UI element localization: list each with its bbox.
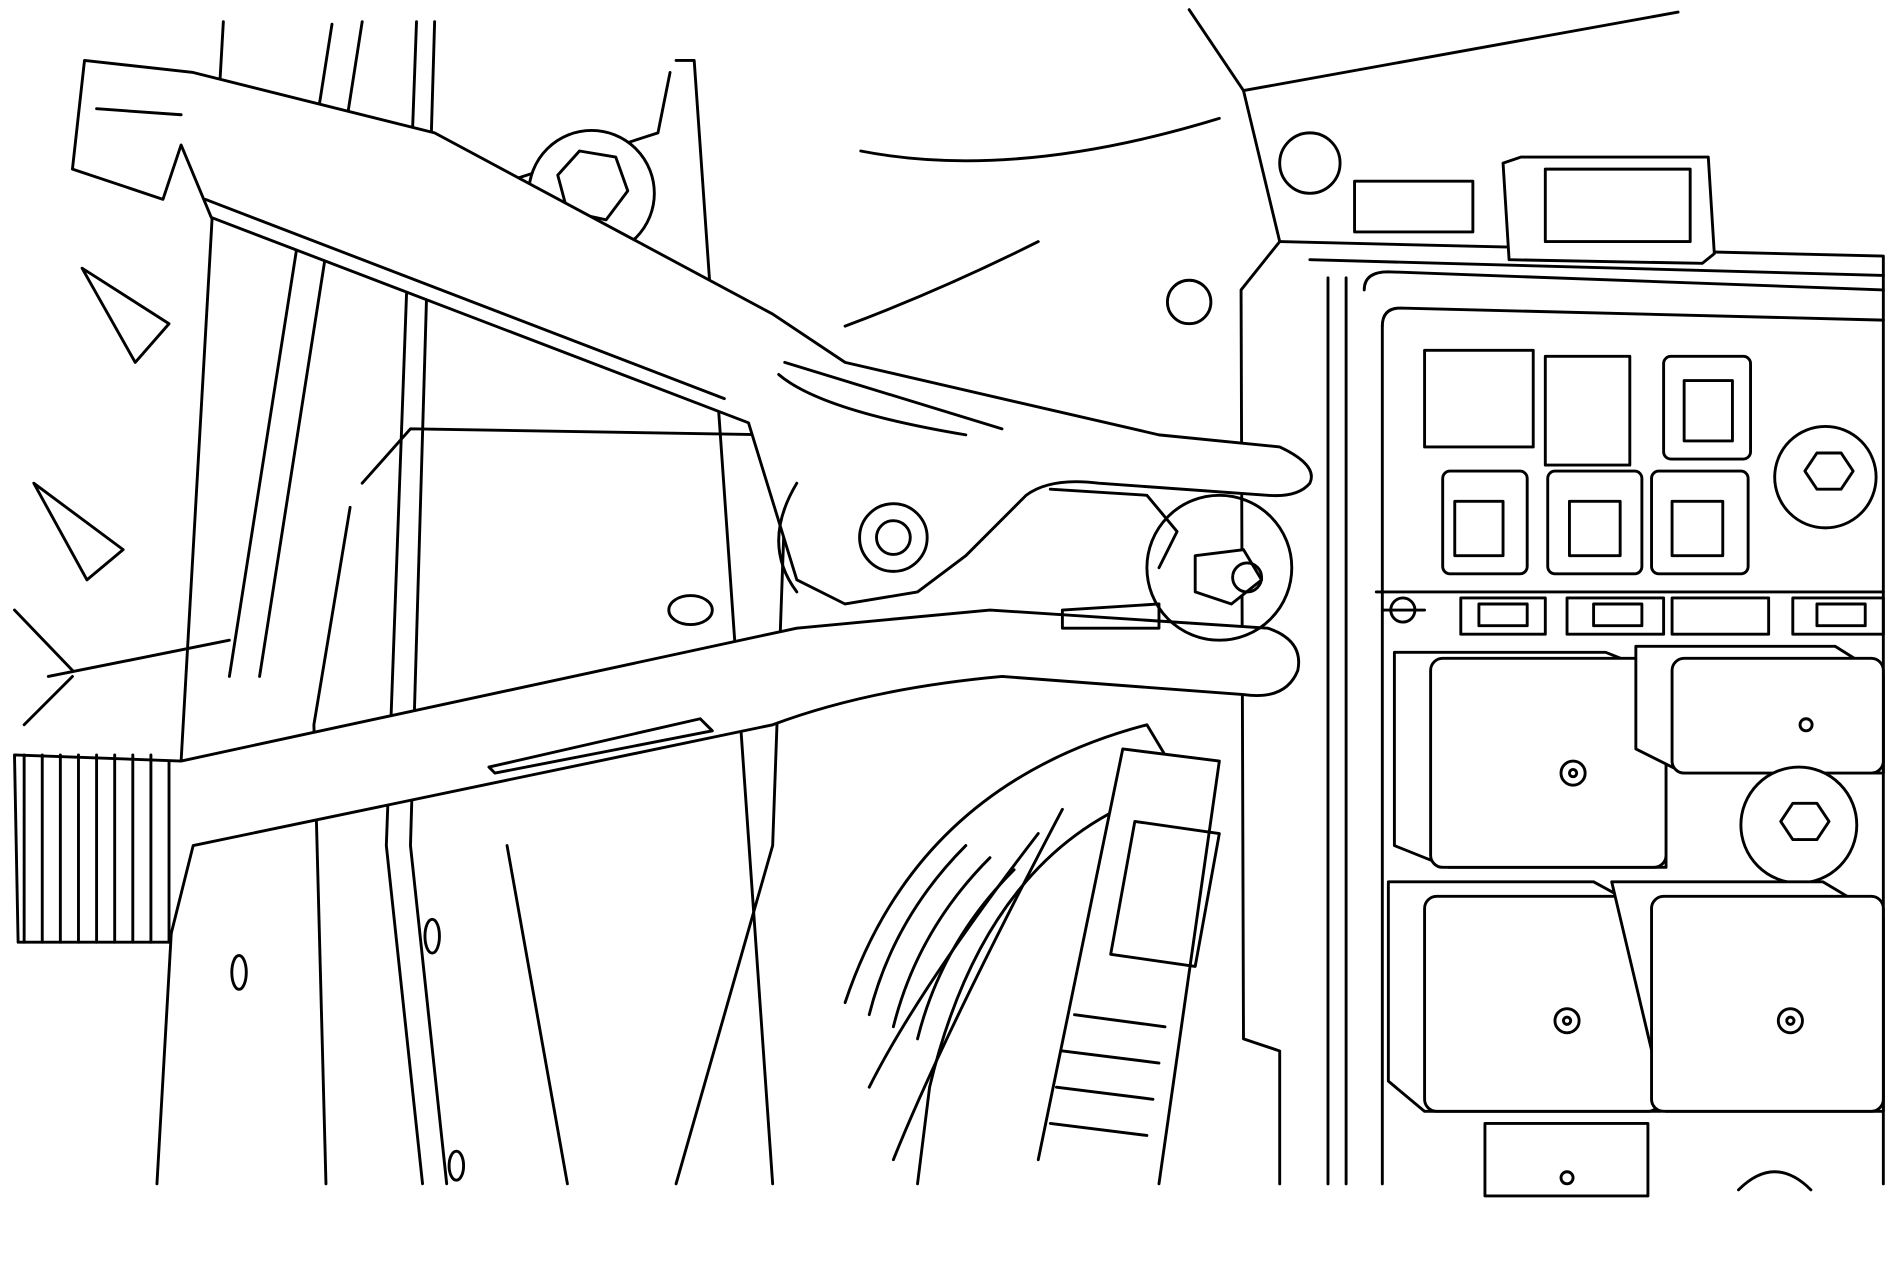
- jumper-clamp: [13, 58, 1313, 944]
- clip-spikes: [32, 266, 171, 582]
- body-panel-lines: [13, 8, 1680, 1186]
- relays: [1386, 644, 1885, 1198]
- cable-corrugated: [843, 723, 1221, 1186]
